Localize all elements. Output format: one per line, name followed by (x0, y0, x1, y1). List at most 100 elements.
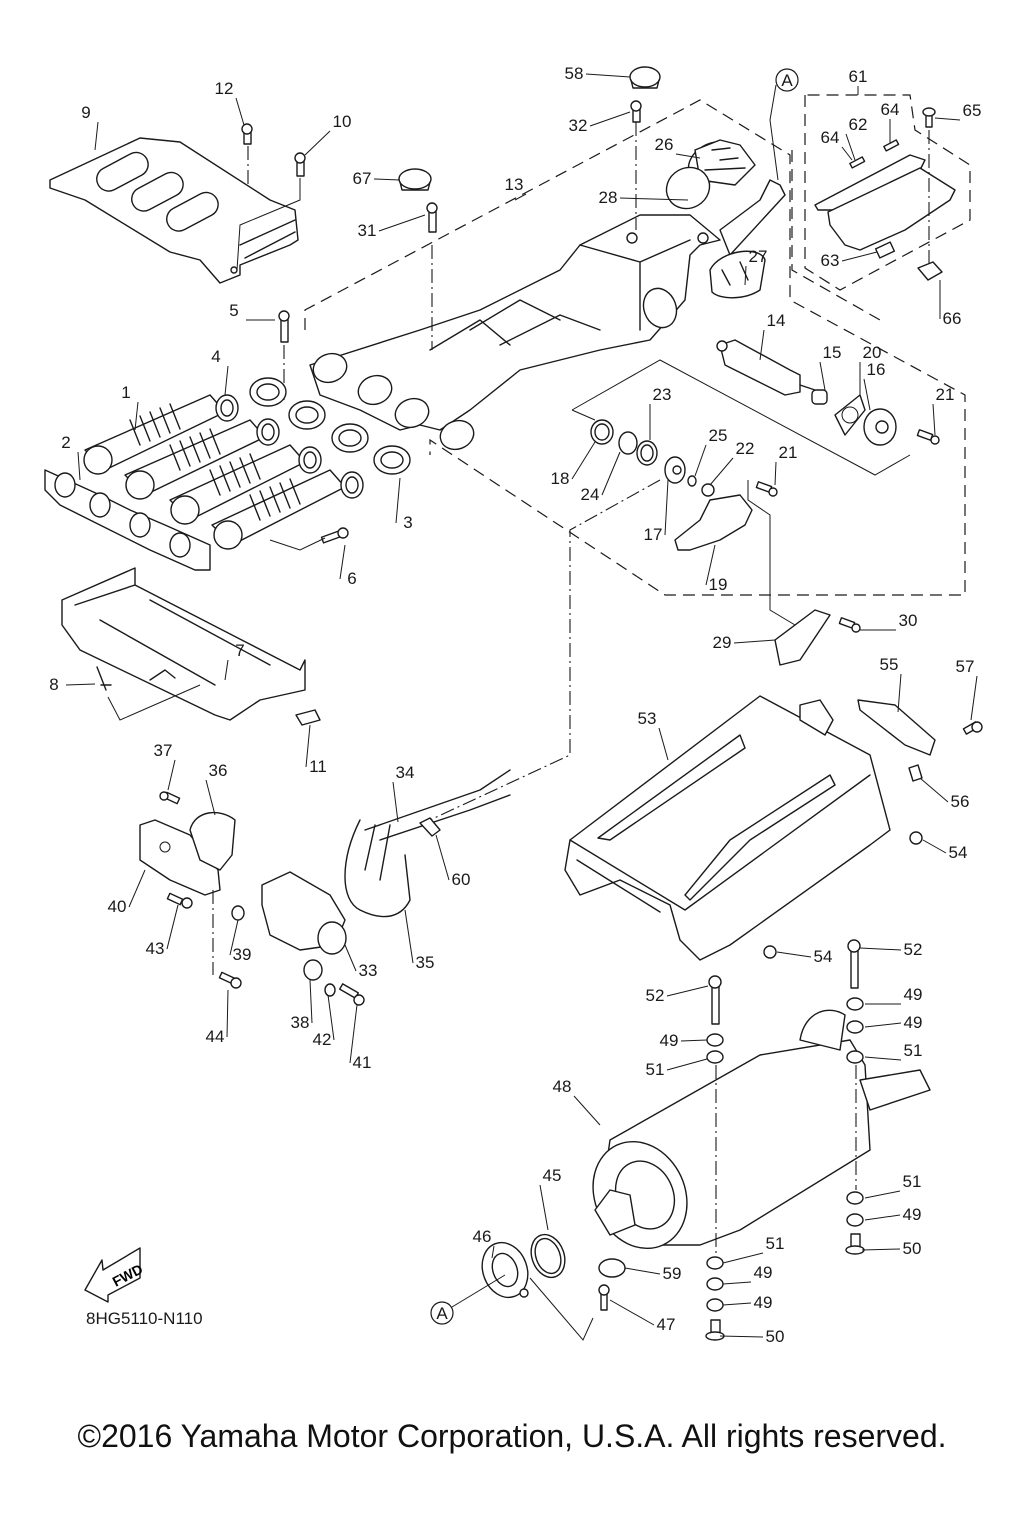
leader-line-50 (719, 1335, 764, 1338)
leader-line-18 (571, 441, 596, 480)
sleeve-45 (530, 1233, 566, 1279)
callout-11: 11 (309, 757, 327, 776)
leader-line-11 (305, 724, 311, 768)
callout-36: 36 (209, 761, 228, 780)
leader-line-40 (128, 869, 146, 908)
collar-39 (231, 905, 245, 921)
leader-line-59 (624, 1267, 661, 1275)
svg-text:A: A (436, 1304, 448, 1323)
group-boundary-61 (804, 94, 971, 291)
callout-15: 15 (823, 343, 842, 362)
clamp-3 (249, 377, 411, 475)
copyright-notice: ©2016 Yamaha Motor Corporation, U.S.A. A… (77, 1418, 947, 1454)
nut-54a (909, 831, 923, 845)
callout-39: 39 (233, 945, 252, 964)
harness-34-35 (344, 769, 511, 918)
leader-line-55 (897, 673, 902, 713)
leader-line-49 (680, 1039, 708, 1042)
leader-line-52 (666, 985, 709, 997)
leader-line-13 (514, 193, 527, 201)
leader-line-54 (922, 839, 947, 854)
callout-33: 33 (359, 961, 378, 980)
callout-10: 10 (333, 112, 352, 131)
callout-55: 55 (880, 655, 899, 674)
bolt-47 (598, 1284, 610, 1311)
callout-4: 4 (211, 347, 220, 366)
leader-line-38 (309, 979, 313, 1024)
leader-line-19 (705, 544, 716, 586)
bolt-37 (159, 791, 181, 805)
callout-42: 42 (313, 1030, 332, 1049)
ref-marker-a-top: A (769, 68, 799, 181)
leader-line-24 (601, 451, 621, 496)
leader-line-54 (776, 951, 812, 958)
leader-line-44 (226, 989, 229, 1038)
callout-54: 54 (949, 843, 968, 862)
leader-line-36 (205, 779, 216, 816)
leader-line-35 (404, 909, 414, 964)
bolt-44 (218, 971, 242, 989)
callout-66: 66 (943, 309, 962, 328)
callout-49: 49 (904, 1013, 923, 1032)
leader-line-2 (77, 451, 81, 481)
leader-line-49 (864, 1022, 902, 1028)
callout-5: 5 (229, 301, 238, 320)
callout-65: 65 (963, 101, 982, 120)
callout-53: 53 (638, 709, 657, 728)
bolt-41 (339, 983, 365, 1006)
callout-1: 1 (121, 383, 130, 402)
leader-line-50 (861, 1248, 901, 1251)
leader-line-28 (619, 197, 689, 201)
leader-line-6 (339, 544, 346, 580)
leader-line-7 (224, 659, 229, 681)
bolt-57 (962, 721, 983, 735)
callout-32: 32 (569, 116, 588, 135)
callout-51: 51 (766, 1234, 785, 1253)
callout-14: 14 (767, 311, 786, 330)
leader-line-8 (65, 683, 96, 686)
clamp-46 (481, 1241, 529, 1299)
leader-line-60 (435, 834, 450, 881)
leader-47-path (529, 1277, 594, 1341)
callout-52: 52 (646, 986, 665, 1005)
callout-29: 29 (713, 633, 732, 652)
leader-line-45 (539, 1184, 549, 1231)
rubber-joint-27 (709, 250, 766, 299)
bolt-32 (630, 100, 642, 123)
leader-line-4 (224, 365, 229, 396)
callout-41: 41 (353, 1053, 372, 1072)
callout-51: 51 (904, 1041, 923, 1060)
callout-27: 27 (749, 247, 768, 266)
callout-19: 19 (709, 575, 728, 594)
leader-line-51 (666, 1058, 708, 1071)
leader-line-15 (819, 361, 826, 391)
callout-57: 57 (956, 657, 975, 676)
leader-line-65 (934, 117, 961, 121)
callout-12: 12 (215, 79, 234, 98)
clip-11 (295, 709, 321, 726)
bolt-30 (838, 617, 861, 633)
leader-line-41 (349, 1004, 358, 1064)
cap-67 (398, 168, 432, 191)
bolt-21b (755, 481, 778, 497)
pipe-14 (716, 339, 816, 396)
callout-35: 35 (416, 953, 435, 972)
collar-15 (811, 389, 828, 405)
bolt-6 (320, 527, 349, 544)
grommet-38 (303, 959, 323, 981)
leader-line-64 (841, 146, 853, 161)
washer-25 (687, 475, 697, 487)
heat-shield-9 (49, 137, 299, 284)
callout-50: 50 (903, 1239, 922, 1258)
leader-line-56 (919, 777, 949, 803)
seal-23 (636, 440, 658, 466)
bolt-5 (278, 310, 290, 343)
leader-line-29 (733, 639, 776, 644)
group-boundary-13 (304, 99, 966, 596)
callout-6: 6 (347, 569, 356, 588)
leader-line-52 (859, 947, 902, 951)
leader-line-22 (709, 457, 734, 486)
nut-66 (917, 261, 943, 281)
gasket-2 (44, 469, 211, 571)
